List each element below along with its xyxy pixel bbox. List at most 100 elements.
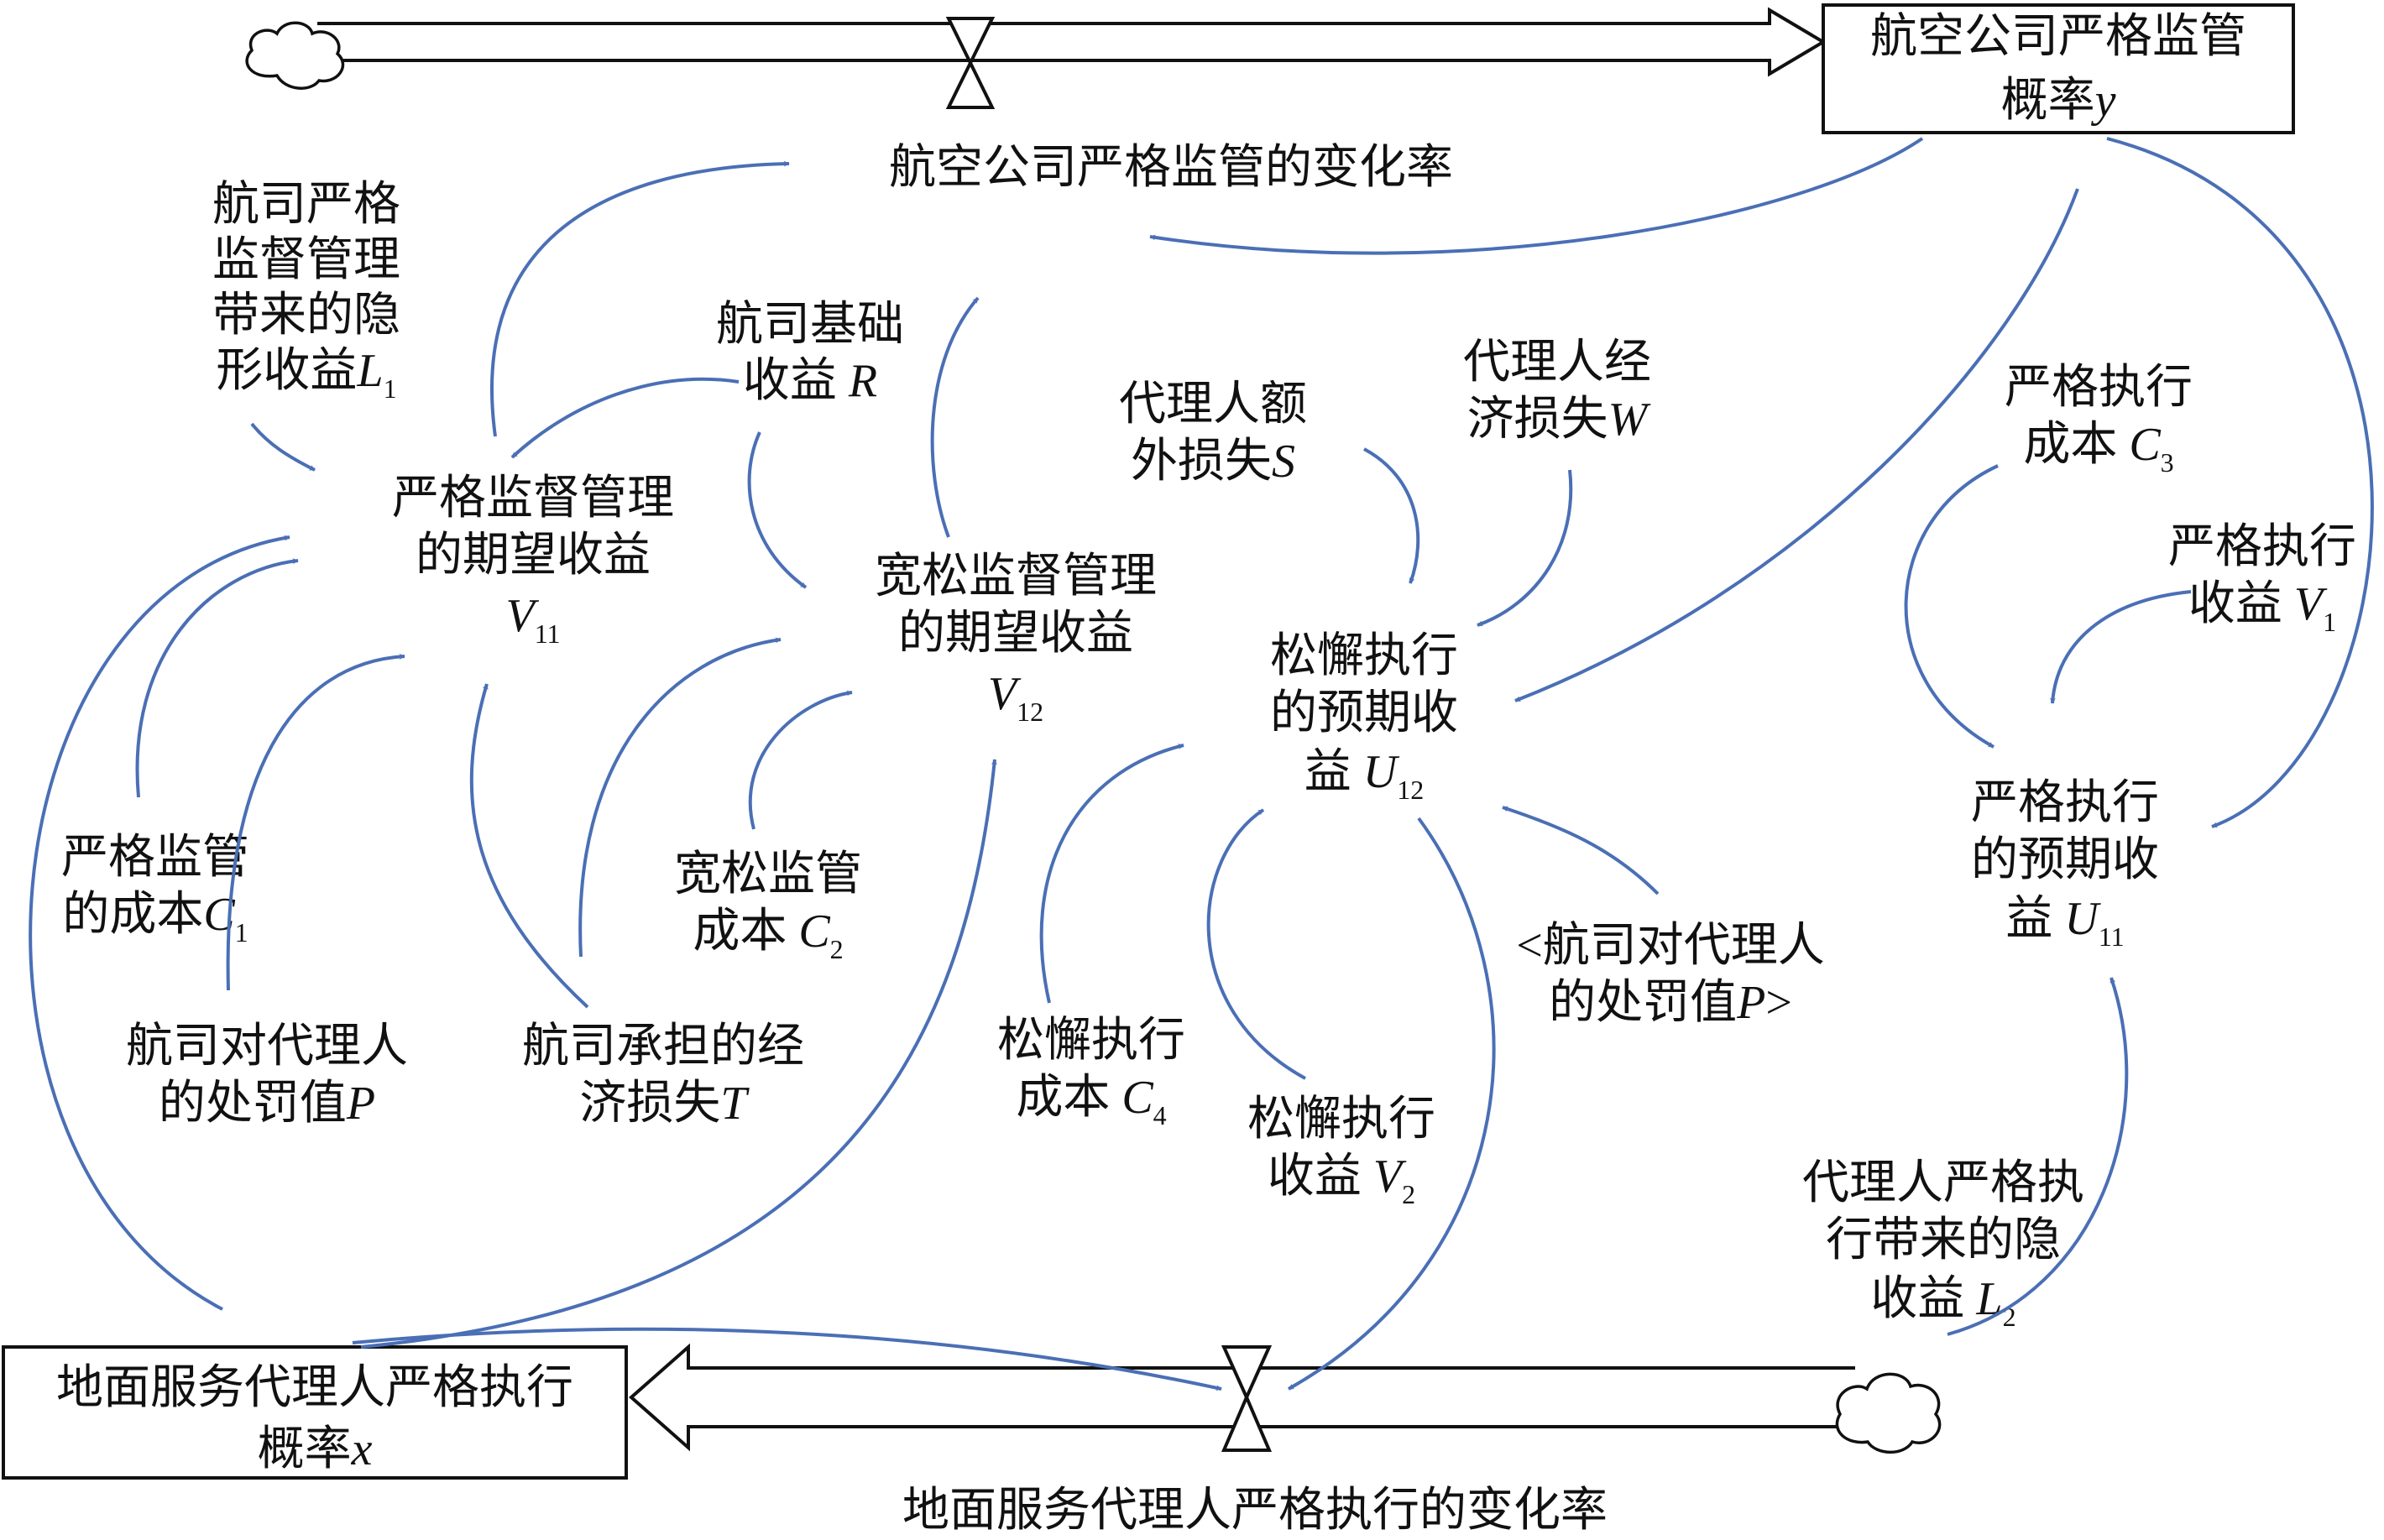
airline-change-rate: 航空公司严格监管的变化率 bbox=[889, 142, 1453, 194]
label-C4: 松懈执行 成本 C4 bbox=[997, 1015, 1185, 1130]
arrow-C3-to-U11 bbox=[1904, 464, 1999, 749]
svg-text:成本 C2: 成本 C2 bbox=[693, 906, 843, 964]
svg-text:的处罚值P>: 的处罚值P> bbox=[1549, 977, 1792, 1029]
svg-text:代理人严格执: 代理人严格执 bbox=[1802, 1157, 2084, 1209]
svg-text:宽松监督管理: 宽松监督管理 bbox=[875, 551, 1157, 603]
label-V11: 严格监督管理 的期望收益 V11 bbox=[392, 472, 674, 649]
svg-text:宽松监管: 宽松监管 bbox=[674, 848, 862, 901]
airline-flow-pipe bbox=[317, 7, 1827, 77]
arrow-W-to-U12 bbox=[1477, 469, 1573, 627]
arrow-U12-to-agent-rate bbox=[1288, 817, 1496, 1391]
svg-text:严格执行: 严格执行 bbox=[2005, 362, 2193, 414]
arrow-S-to-U12 bbox=[1363, 447, 1420, 584]
svg-text:概率x: 概率x bbox=[258, 1423, 373, 1475]
airline-stock-line1: 航空公司严格监管 bbox=[1870, 11, 2246, 63]
arrow-L1-to-V11 bbox=[250, 422, 316, 472]
label-R: 航司基础 收益 R bbox=[716, 299, 904, 407]
cloud-icon bbox=[1835, 1372, 1942, 1454]
svg-text:收益 V1: 收益 V1 bbox=[2188, 578, 2336, 637]
arrow-Pshadow-to-U12 bbox=[1502, 806, 1660, 895]
svg-text:V11: V11 bbox=[505, 590, 560, 649]
label-P: 航司对代理人 的处罚值P bbox=[126, 1021, 408, 1130]
svg-text:代理人额: 代理人额 bbox=[1119, 378, 1307, 431]
label-C2: 宽松监管 成本 C2 bbox=[674, 848, 862, 964]
causal-links bbox=[29, 137, 2374, 1391]
svg-text:外损失S: 外损失S bbox=[1131, 436, 1295, 488]
arrow-C2-to-V12 bbox=[748, 690, 853, 830]
svg-text:松懈执行: 松懈执行 bbox=[1270, 630, 1458, 682]
arrow-V1-to-U11 bbox=[2049, 590, 2192, 704]
arrow-agent-prob-to-V11 bbox=[29, 535, 290, 1311]
label-T: 航司承担的经 济损失T bbox=[522, 1021, 804, 1130]
label-V12: 宽松监督管理 的期望收益 V12 bbox=[875, 551, 1157, 727]
arrow-L2-to-U11 bbox=[1947, 977, 2129, 1336]
arrow-R-to-V12 bbox=[747, 431, 808, 589]
svg-text:代理人经: 代理人经 bbox=[1463, 337, 1651, 389]
svg-text:的预期收: 的预期收 bbox=[1971, 834, 2159, 886]
svg-text:的处罚值P: 的处罚值P bbox=[159, 1078, 375, 1130]
svg-text:的成本C1: 的成本C1 bbox=[62, 889, 248, 947]
svg-text:严格执行: 严格执行 bbox=[2168, 521, 2356, 573]
valve-icon bbox=[1221, 1345, 1273, 1452]
label-L2: 代理人严格执 行带来的隐 收益 L2 bbox=[1802, 1157, 2084, 1332]
agent-flow-pipe bbox=[628, 1343, 1855, 1452]
label-C1: 严格监管 的成本C1 bbox=[61, 832, 249, 947]
svg-text:济损失W: 济损失W bbox=[1467, 394, 1651, 446]
svg-text:收益 R: 收益 R bbox=[743, 355, 877, 407]
svg-text:概率y: 概率y bbox=[2001, 75, 2116, 127]
svg-text:航司基础: 航司基础 bbox=[716, 299, 904, 351]
airline-stock-line2: 概率 bbox=[2001, 75, 2095, 127]
arrow-R-to-V11 bbox=[510, 377, 740, 459]
arrow-V12-to-airline-rate bbox=[930, 296, 980, 538]
arrow-airline-prob-to-airline-rate bbox=[1149, 137, 1924, 255]
arrow-airline-prob-to-U11 bbox=[2106, 137, 2374, 828]
svg-text:的期望收益: 的期望收益 bbox=[898, 608, 1133, 660]
arrow-agent-prob-to-agent-rate bbox=[352, 1327, 1222, 1391]
valve-icon bbox=[945, 17, 996, 109]
svg-text:收益 L2: 收益 L2 bbox=[1870, 1273, 2015, 1332]
arrow-airline-prob-to-U12 bbox=[1514, 188, 2079, 702]
label-C3: 严格执行 成本 C3 bbox=[2005, 362, 2193, 478]
agent-stock-line1: 地面服务代理人严格执行 bbox=[56, 1362, 573, 1414]
svg-text:严格执行: 严格执行 bbox=[1971, 777, 2159, 829]
label-L1: 航司严格 监督管理 带来的隐 形收益L1 bbox=[212, 179, 400, 404]
svg-text:益 U11: 益 U11 bbox=[2005, 893, 2124, 952]
arrow-V2-to-U12 bbox=[1206, 808, 1306, 1080]
svg-text:益 U12: 益 U12 bbox=[1304, 746, 1424, 805]
svg-text:带来的隐: 带来的隐 bbox=[212, 290, 400, 342]
label-U11: 严格执行 的预期收 益 U11 bbox=[1971, 777, 2159, 952]
svg-text:济损失T: 济损失T bbox=[579, 1078, 750, 1130]
svg-text:监督管理: 监督管理 bbox=[212, 234, 400, 286]
var-y: y bbox=[2091, 75, 2116, 127]
svg-text:<航司对代理人: <航司对代理人 bbox=[1516, 920, 1825, 972]
arrow-agent-prob-to-V12 bbox=[360, 759, 997, 1349]
arrow-P-to-V11 bbox=[226, 653, 405, 991]
agent-change-rate: 地面服务代理人严格执行的变化率 bbox=[902, 1485, 1608, 1537]
svg-text:严格监管: 严格监管 bbox=[61, 832, 249, 884]
svg-text:成本 C3: 成本 C3 bbox=[2023, 419, 2173, 478]
label-U12: 松懈执行 的预期收 益 U12 bbox=[1270, 630, 1458, 805]
svg-text:成本 C4: 成本 C4 bbox=[1016, 1072, 1166, 1130]
svg-text:航司承担的经: 航司承担的经 bbox=[522, 1021, 804, 1073]
arrow-T-to-V11 bbox=[469, 683, 589, 1009]
svg-text:航司对代理人: 航司对代理人 bbox=[126, 1021, 408, 1073]
svg-text:航司严格: 航司严格 bbox=[212, 179, 400, 231]
arrow-C4-to-U12 bbox=[1039, 744, 1184, 1004]
svg-text:形收益L1: 形收益L1 bbox=[216, 345, 396, 404]
svg-text:V12: V12 bbox=[988, 668, 1043, 727]
svg-text:严格监督管理: 严格监督管理 bbox=[392, 472, 674, 525]
label-V1: 严格执行 收益 V1 bbox=[2168, 521, 2356, 637]
svg-text:松懈执行: 松懈执行 bbox=[1247, 1094, 1435, 1146]
svg-text:松懈执行: 松懈执行 bbox=[997, 1015, 1185, 1067]
airline-strict-prob-stock: 航空公司严格监管 概率y bbox=[1822, 3, 2295, 134]
label-W: 代理人经 济损失W bbox=[1463, 337, 1651, 446]
label-V2: 松懈执行 收益 V2 bbox=[1247, 1094, 1435, 1209]
svg-text:的预期收: 的预期收 bbox=[1270, 687, 1458, 739]
agent-strict-prob-stock: 地面服务代理人严格执行 概率x bbox=[2, 1345, 628, 1480]
arrow-V11-to-airline-rate bbox=[490, 160, 790, 437]
svg-text:行带来的隐: 行带来的隐 bbox=[1826, 1214, 2061, 1266]
label-S: 代理人额 外损失S bbox=[1119, 378, 1307, 488]
cloud-icon bbox=[245, 21, 345, 90]
arrow-C1-to-V11 bbox=[135, 558, 299, 798]
